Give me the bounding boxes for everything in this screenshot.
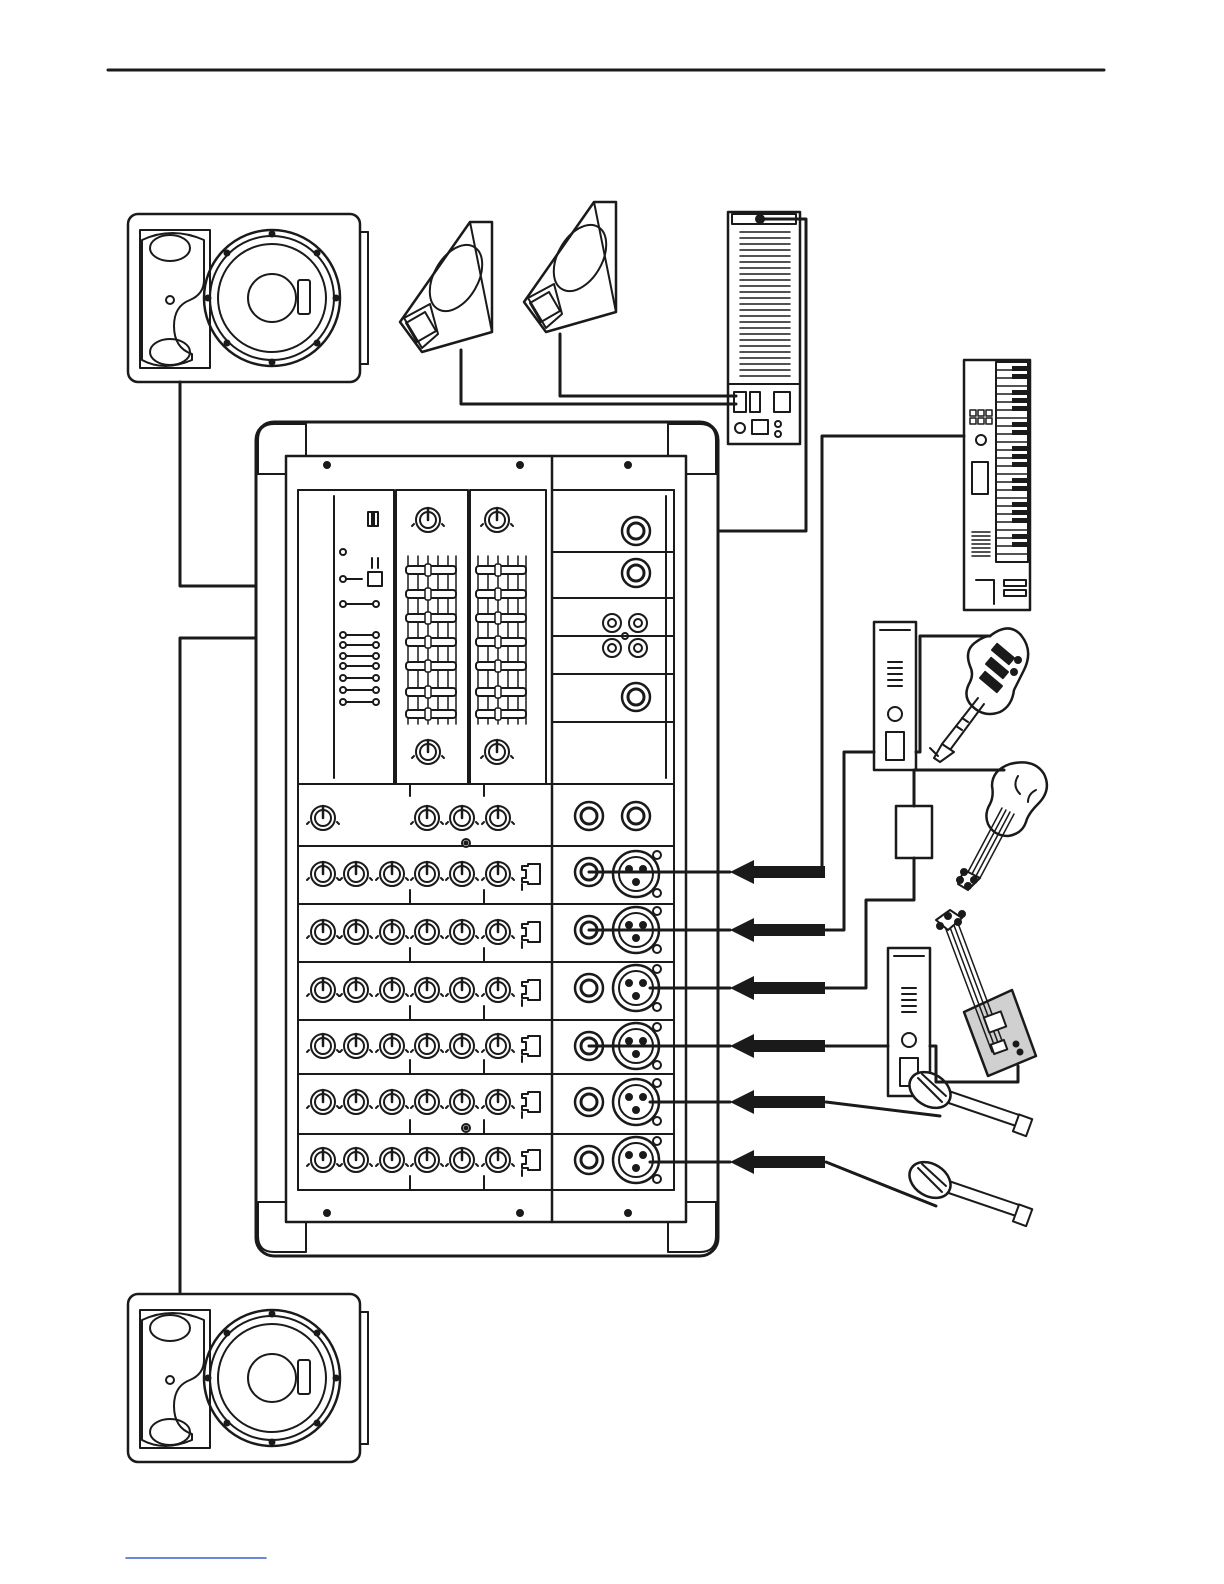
stage-monitor-1 [400, 222, 493, 352]
electric-guitar [930, 628, 1028, 762]
stage-monitor-2 [524, 202, 617, 332]
input-arrow-3 [730, 976, 825, 1000]
input-arrow-1 [730, 860, 825, 884]
guitar-amp-head [874, 622, 916, 770]
cable-main-speaker-left [180, 382, 256, 586]
di-box [896, 806, 932, 858]
monitor-power-amplifier [728, 212, 800, 444]
powered-mixer [256, 422, 718, 1256]
keyboard [964, 360, 1030, 610]
bass-guitar [957, 762, 1047, 890]
cable-stage-monitor-2 [560, 334, 736, 396]
input-arrow-2 [730, 918, 825, 942]
main-speaker-left [128, 214, 368, 382]
steel-guitar [936, 910, 1036, 1076]
input-arrow-5 [730, 1090, 825, 1114]
microphone-1 [903, 1065, 1032, 1136]
cable-main-speaker-right [180, 638, 256, 1292]
input-arrow-6 [730, 1150, 825, 1174]
input-arrow-4 [730, 1034, 825, 1058]
microphone-2 [903, 1155, 1032, 1226]
main-speaker-right [128, 1294, 368, 1462]
